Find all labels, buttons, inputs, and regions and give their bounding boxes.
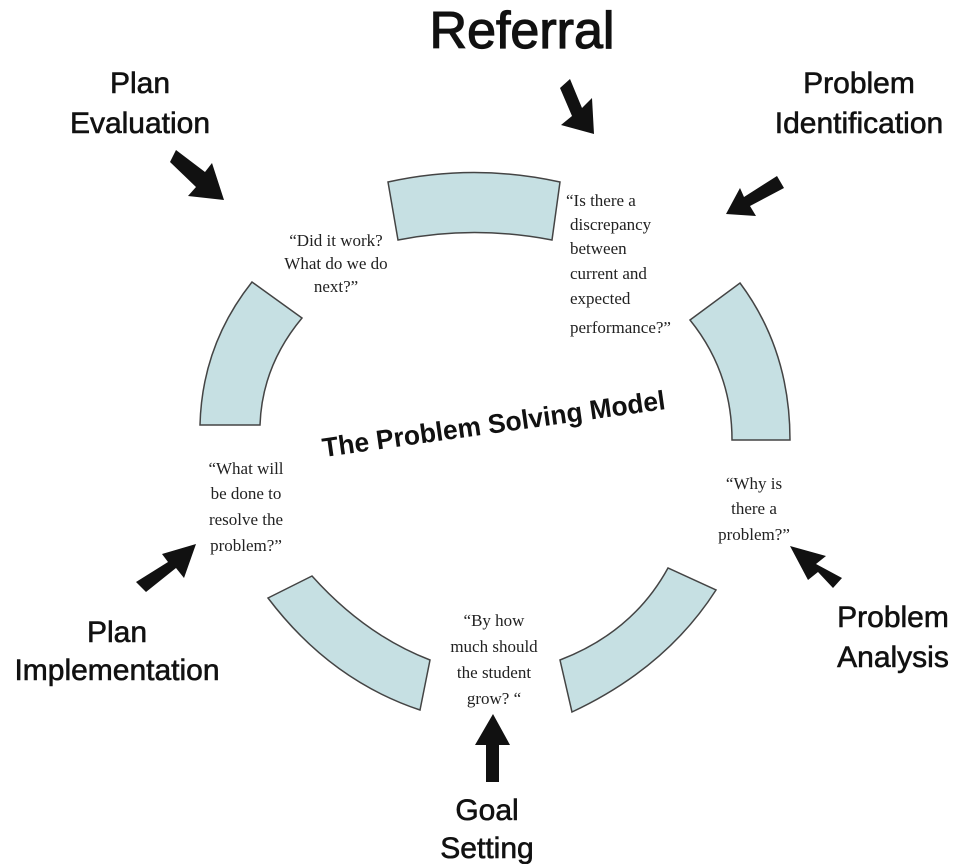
question-plan-evaluation: “Did it work? What do we do next?”	[284, 231, 387, 296]
question-line: problem?”	[718, 525, 790, 544]
question-line: resolve the	[209, 510, 283, 529]
question-line: there a	[731, 499, 777, 518]
stage-plan-implementation: Plan Implementation	[14, 616, 220, 688]
cycle-ring	[199, 171, 791, 714]
arrow-plan-implementation	[136, 544, 196, 592]
stage-label-line: Analysis	[837, 641, 949, 674]
stage-goal-setting: Goal Setting	[440, 794, 534, 864]
arrow-problem-identification	[726, 176, 784, 216]
arrow-problem-analysis	[790, 546, 842, 588]
question-goal-setting: “By how much should the student grow? “	[450, 611, 538, 708]
question-line: expected	[570, 289, 631, 308]
question-line: problem?”	[210, 536, 282, 555]
question-line: the student	[457, 663, 531, 682]
stage-problem-identification: Problem Identification	[774, 67, 943, 141]
question-line: next?”	[314, 277, 358, 296]
question-problem-identification: “Is there a discrepancy between current …	[566, 191, 671, 337]
stage-label-line: Problem	[803, 67, 915, 100]
stage-plan-evaluation: Plan Evaluation	[70, 67, 211, 141]
stage-label-line: Problem	[837, 601, 949, 634]
question-line: “What will	[208, 459, 283, 478]
question-line: What do we do	[284, 254, 387, 273]
arrow-referral	[560, 79, 594, 134]
question-line: much should	[450, 637, 538, 656]
question-line: grow? “	[467, 689, 521, 708]
segment-left	[199, 280, 304, 426]
question-line: “By how	[464, 611, 526, 630]
segment-right	[688, 281, 791, 441]
question-line: discrepancy	[570, 215, 652, 234]
question-problem-analysis: “Why is there a problem?”	[718, 474, 790, 544]
stage-label-line: Identification	[775, 107, 943, 140]
stage-problem-analysis: Problem Analysis	[837, 601, 949, 675]
stage-label-line: Plan	[110, 67, 170, 100]
question-line: be done to	[211, 484, 282, 503]
question-line: performance?”	[570, 318, 671, 337]
segment-bottom-left	[266, 575, 431, 711]
stage-label-line: Implementation	[14, 654, 219, 687]
diagram-title: Referral	[430, 2, 615, 60]
question-line: “Is there a	[566, 191, 636, 210]
center-title: The Problem Solving Model	[320, 385, 667, 463]
segment-bottom-right	[559, 567, 718, 714]
arrows	[136, 79, 842, 782]
question-plan-implementation: “What will be done to resolve the proble…	[208, 459, 283, 555]
stage-label-line: Setting	[440, 832, 533, 864]
question-line: “Did it work?	[289, 231, 382, 250]
stage-label-line: Plan	[87, 616, 147, 649]
arrow-plan-evaluation	[170, 150, 224, 200]
arrow-goal-setting	[475, 714, 510, 782]
stage-label-line: Evaluation	[70, 107, 210, 140]
question-line: between	[570, 239, 627, 258]
stage-label-line: Goal	[455, 794, 518, 827]
question-line: current and	[570, 264, 647, 283]
question-line: “Why is	[726, 474, 782, 493]
segment-top	[387, 171, 561, 241]
